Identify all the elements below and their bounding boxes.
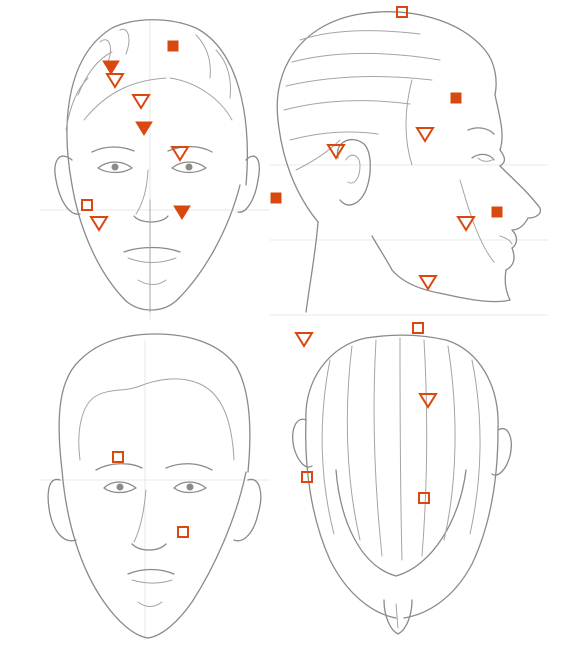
panel-side-profile-view [276,11,542,313]
panel-front-level-view [47,333,262,639]
open-triangle-down-marker [415,127,435,143]
open-triangle-down-marker [131,94,151,110]
open-square-marker [418,492,430,504]
filled-square-marker [450,92,462,104]
open-triangle-down-marker [105,73,125,89]
filled-triangle-down-marker [135,121,153,136]
open-square-marker [412,322,424,334]
open-square-marker [81,199,93,211]
panel-front-upward-view [54,19,260,313]
filled-triangle-down-marker [102,60,120,75]
construction-guides [40,20,548,640]
open-square-marker [301,471,313,483]
filled-square-marker [167,40,179,52]
open-triangle-down-marker [170,146,190,162]
filled-square-marker [270,192,282,204]
filled-square-marker [491,206,503,218]
open-triangle-down-marker [294,332,314,348]
open-square-marker [396,6,408,18]
open-triangle-down-marker [326,144,346,160]
open-triangle-down-marker [418,275,438,291]
head-front-icon [47,333,262,639]
open-square-marker [112,451,124,463]
head-profile-icon [276,11,542,313]
head-top-icon [292,334,512,635]
panel-top-down-view [292,334,512,635]
open-triangle-down-marker [456,216,476,232]
open-triangle-down-marker [89,216,109,232]
head-front-tilted-icon [54,19,260,313]
marker-layer [81,6,503,538]
filled-triangle-down-marker [173,205,191,220]
open-square-marker [177,526,189,538]
open-triangle-down-marker [418,393,438,409]
